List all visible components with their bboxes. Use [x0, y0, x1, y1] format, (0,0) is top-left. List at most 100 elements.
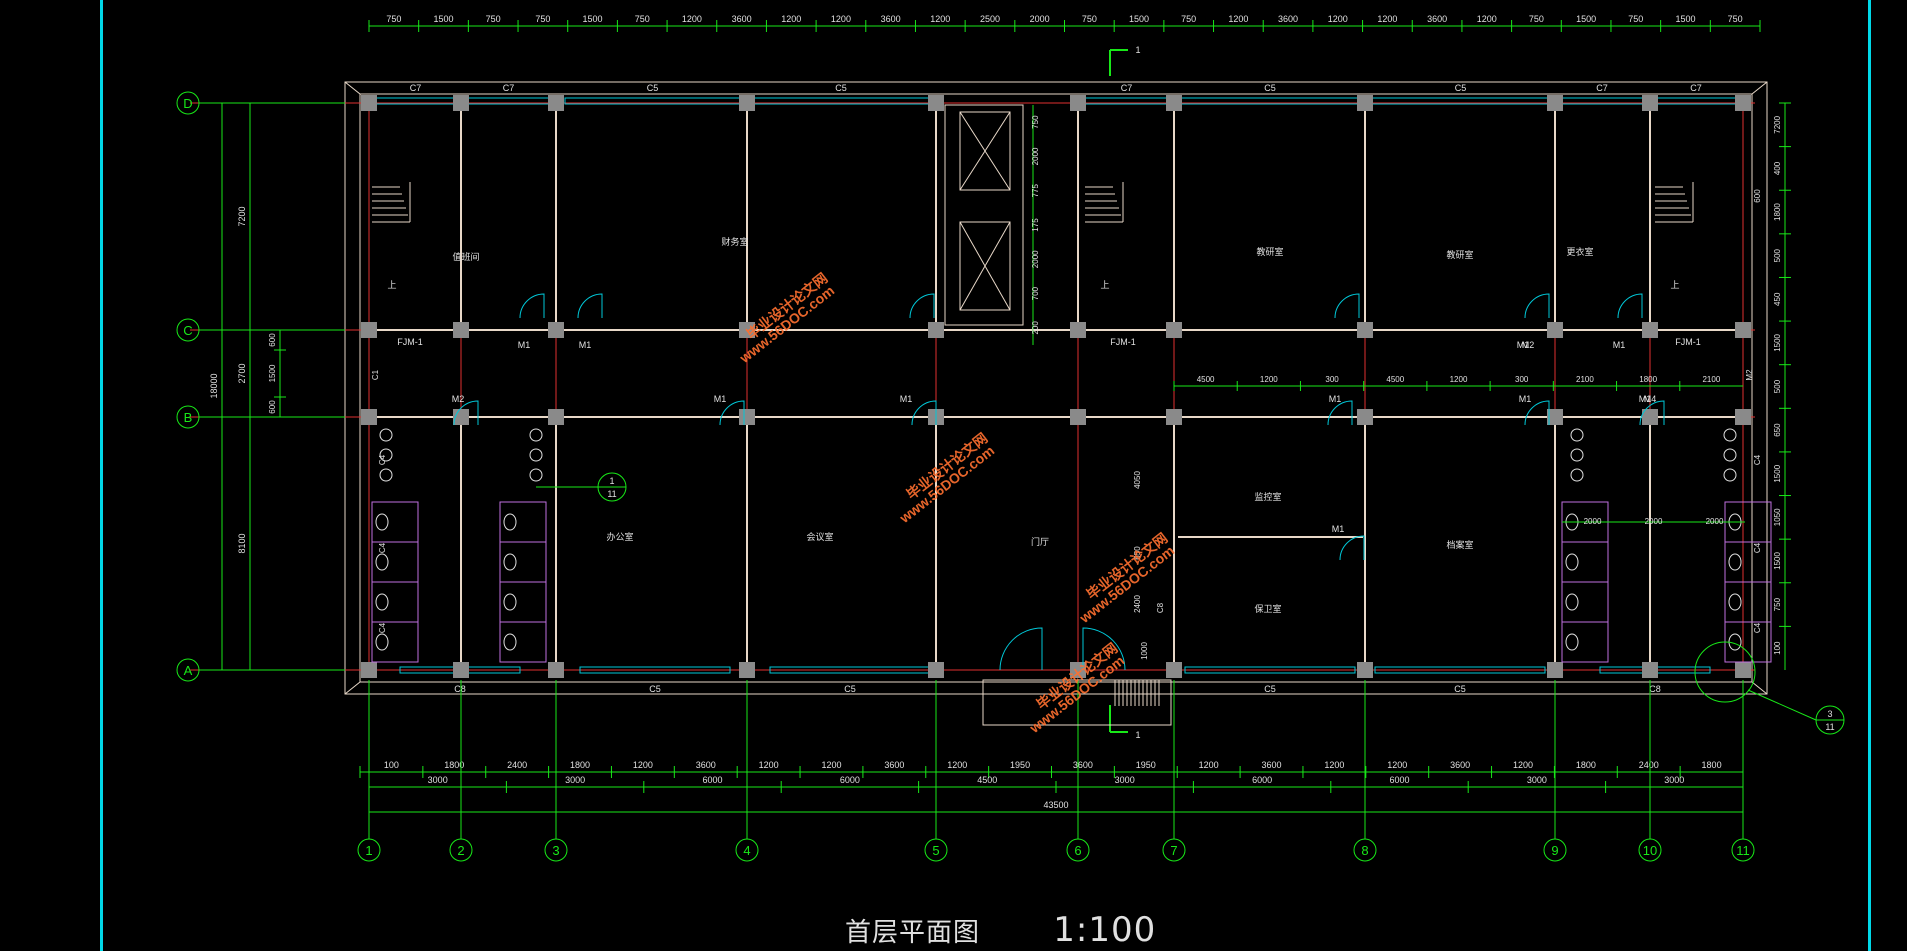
- dim-top-label: 1200: [781, 14, 801, 24]
- door-label: M2: [452, 394, 465, 404]
- toilet-stall: [371, 501, 419, 543]
- structural-column: [1357, 662, 1373, 678]
- detail-circle: [1694, 641, 1756, 703]
- room-label: 会议室: [806, 531, 833, 542]
- axis-bubble: [1543, 838, 1567, 862]
- detail-callout-sheet: 11: [1825, 722, 1834, 732]
- drawing-frame-right: [1868, 0, 1871, 951]
- door-swing: [453, 400, 479, 426]
- dim-bottom-2-label: 6000: [1252, 775, 1272, 785]
- dim-right-label: 1500: [1773, 333, 1782, 351]
- dim-top-label: 1200: [930, 14, 950, 24]
- dim-top-label: 750: [486, 14, 501, 24]
- dim-bottom-1-label: 3600: [1450, 760, 1470, 770]
- axis-bubble: [1353, 838, 1377, 862]
- door-label: M1: [1517, 340, 1530, 350]
- structural-column: [1357, 409, 1373, 425]
- axis-bubble: [735, 838, 759, 862]
- dim-top-label: 2500: [980, 14, 1000, 24]
- dim-misc-label: 2400: [1133, 595, 1142, 613]
- door-label: FJM-1: [1110, 337, 1136, 347]
- section-mark-label: 1: [1135, 730, 1140, 740]
- structural-column: [1166, 95, 1182, 111]
- dim-top-label: 750: [635, 14, 650, 24]
- detail-callout-number: 1: [609, 476, 614, 486]
- structural-column: [548, 322, 564, 338]
- door-swing: [1639, 400, 1665, 426]
- dim-top-label: 1200: [1228, 14, 1248, 24]
- dim-top-label: 1500: [1576, 14, 1596, 24]
- room-label: 监控室: [1254, 491, 1281, 502]
- elevator-core: [944, 104, 1024, 326]
- structural-column: [453, 322, 469, 338]
- outer-wall-outline: [344, 81, 1768, 695]
- door-label: M4: [1644, 394, 1657, 404]
- toilet-fixture: [375, 593, 389, 611]
- window-label-top: C5: [835, 83, 847, 93]
- structural-column: [1166, 409, 1182, 425]
- structural-column: [928, 322, 944, 338]
- structural-column: [548, 95, 564, 111]
- structural-column: [361, 662, 377, 678]
- dim-left-outer-label: 2700: [237, 363, 247, 383]
- axis-bubble: [1162, 838, 1186, 862]
- side-window-label: C4: [1753, 622, 1762, 633]
- door-swing: [911, 400, 937, 426]
- axis-bubble-label: 4: [743, 843, 750, 858]
- structural-column: [1070, 322, 1086, 338]
- dim-elevator-label: 175: [1031, 218, 1040, 232]
- dim-right-label: 500: [1773, 248, 1782, 262]
- structural-column: [361, 95, 377, 111]
- room-label: 保卫室: [1254, 603, 1281, 614]
- dim-top-label: 750: [1728, 14, 1743, 24]
- dim-top-label: 750: [1628, 14, 1643, 24]
- dim-corridor-label: 4500: [1386, 375, 1404, 384]
- door-swing: [719, 400, 745, 426]
- window-label-top: C7: [1121, 83, 1133, 93]
- dim-top-label: 1500: [434, 14, 454, 24]
- dim-elevator-label: 775: [1031, 183, 1040, 197]
- dim-top-label: 3600: [1427, 14, 1447, 24]
- side-window-label: C8: [1156, 602, 1165, 613]
- axis-bubble: [924, 838, 948, 862]
- door-label: M1: [1329, 394, 1342, 404]
- room-label: 教研室: [1256, 246, 1283, 257]
- dim-corridor-label: 1200: [1450, 375, 1468, 384]
- dim-bottom-1-label: 3600: [884, 760, 904, 770]
- door-swing: [1334, 293, 1360, 319]
- side-window-label: M2: [1745, 369, 1754, 381]
- axis-bubble-label: C: [183, 323, 192, 338]
- toilet-fixture: [1728, 593, 1742, 611]
- axis-bubble: [1731, 838, 1755, 862]
- dim-corridor-label: 300: [1515, 375, 1529, 384]
- structural-column: [548, 409, 564, 425]
- dim-top-label: 3600: [732, 14, 752, 24]
- structural-column: [1642, 662, 1658, 678]
- dim-bottom-1-label: 1200: [1199, 760, 1219, 770]
- toilet-fixture: [1728, 633, 1742, 651]
- dim-bottom-2-label: 4500: [977, 775, 997, 785]
- structural-column: [739, 322, 755, 338]
- elevator-shaft: [959, 111, 1011, 191]
- dim-top-label: 3600: [1278, 14, 1298, 24]
- urinal-fixture: [1723, 448, 1737, 462]
- entrance-platform: [982, 679, 1172, 726]
- dim-bottom-1-label: 1200: [759, 760, 779, 770]
- door-label: FJM-1: [1675, 337, 1701, 347]
- dim-left-inner-label: 600: [268, 400, 277, 414]
- dim-left-outer-label: 8100: [237, 533, 247, 553]
- dim-misc-label: 1000: [1140, 642, 1149, 660]
- urinal-fixture: [1570, 428, 1584, 442]
- side-window-label: C4: [1753, 454, 1762, 465]
- structural-column: [1547, 322, 1563, 338]
- structural-column: [1735, 95, 1751, 111]
- dim-total-label: 43500: [1043, 800, 1068, 810]
- dim-bottom-1-label: 2400: [1639, 760, 1659, 770]
- dim-corridor-label: 300: [1325, 375, 1339, 384]
- structural-column: [1642, 95, 1658, 111]
- door-swing: [1524, 293, 1550, 319]
- window-label-top: C7: [1690, 83, 1702, 93]
- wall-corner: [344, 81, 361, 95]
- dim-bottom-2-label: 6000: [1389, 775, 1409, 785]
- section-mark-label: 1: [1135, 45, 1140, 55]
